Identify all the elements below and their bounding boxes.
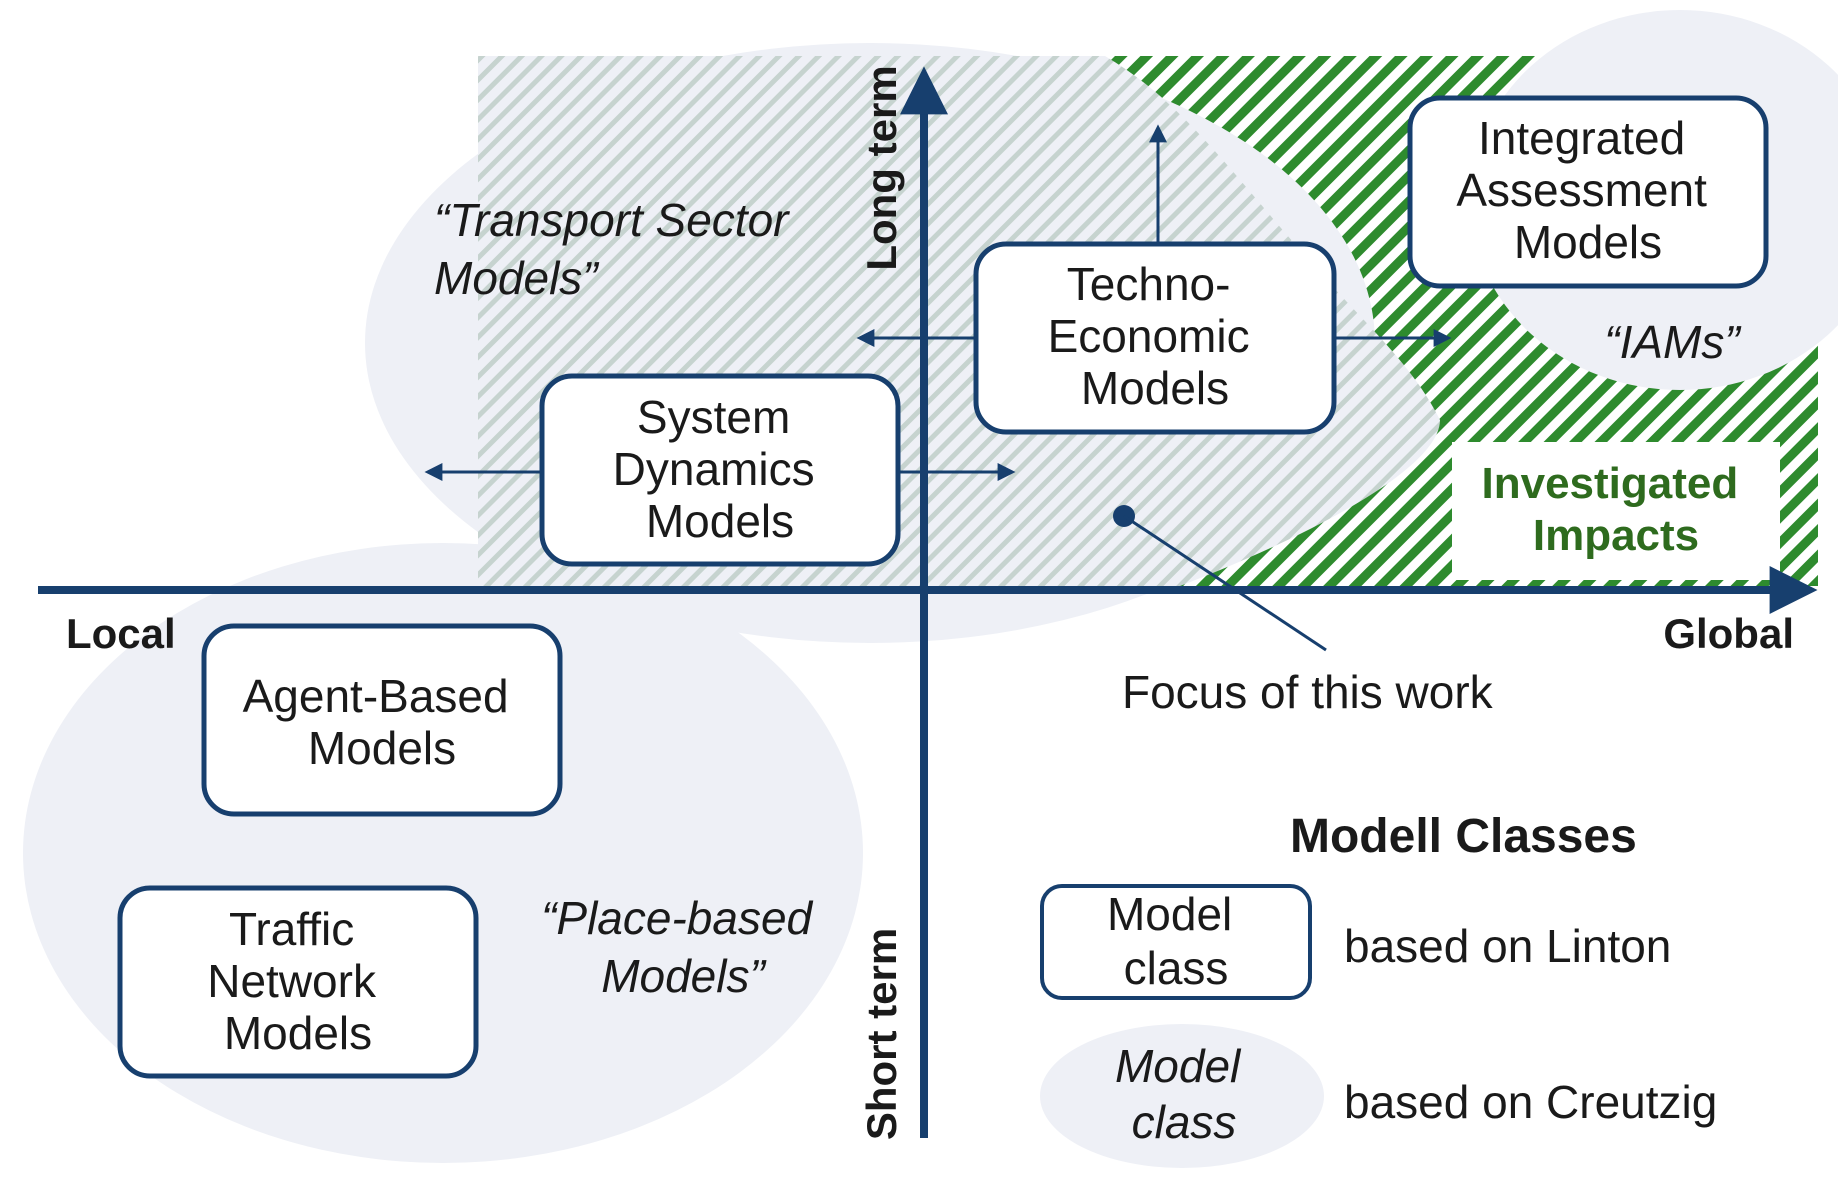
svg-text:Agent-Based Models: Agent-Based Models — [243, 670, 522, 774]
traffic-network-box: Traffic Network Models — [117, 885, 479, 1079]
agent-based-line-2: Models — [308, 722, 456, 774]
techno-economic-line-2: Economic — [1048, 310, 1250, 362]
agent-based-box: Agent-Based Models — [201, 623, 563, 817]
transport-sector-label: “Transport Sector Models” — [434, 194, 801, 304]
iams-label: “IAMs” — [1604, 316, 1742, 368]
techno-economic-line-1: Techno- — [1067, 258, 1231, 310]
agent-based-line-1: Agent-Based — [243, 670, 509, 722]
svg-text:Integrated Assessment: Integrated Assessment Models — [1456, 112, 1719, 268]
integrated-assessment-line-1: Integrated — [1478, 112, 1685, 164]
focus-pointer-line — [1123, 514, 1327, 652]
svg-text:Techno- Economic M: Techno- Economic Models — [1048, 258, 1263, 414]
axis-label-long-term: Long term — [858, 65, 905, 270]
legend-box-text: based on Linton — [1344, 920, 1671, 972]
svg-text:Traffic Network Mo: Traffic Network Models — [207, 903, 389, 1059]
transport-sector-line-1: “Transport Sector — [434, 194, 790, 246]
techno-economic-line-3: Models — [1081, 362, 1229, 414]
axis-label-short-term: Short term — [858, 928, 905, 1140]
svg-text:Model class: Model class — [1107, 888, 1245, 994]
traffic-network-line-1: Traffic — [229, 903, 354, 955]
integrated-assessment-line-2: Assessment — [1456, 164, 1707, 216]
system-dynamics-line-3: Models — [646, 495, 794, 547]
place-based-line-1: “Place-based — [541, 892, 813, 944]
legend-box-sample-line-1: Model — [1107, 888, 1232, 940]
system-dynamics-line-1: System — [637, 391, 790, 443]
svg-text:System Dynamics Mo: System Dynamics Models — [613, 391, 828, 547]
integrated-assessment-line-3: Models — [1514, 216, 1662, 268]
legend-title: Modell Classes — [1290, 810, 1637, 863]
system-dynamics-box: System Dynamics Models — [539, 373, 901, 567]
traffic-network-line-3: Models — [224, 1007, 372, 1059]
integrated-assessment-box: Integrated Assessment Models — [1407, 95, 1769, 289]
traffic-network-line-2: Network — [207, 955, 377, 1007]
legend-ellipse-sample: Model class — [1040, 1024, 1324, 1168]
svg-text:Model class: Model class — [1115, 1040, 1253, 1148]
axis-label-global: Global — [1663, 610, 1794, 657]
axis-label-local: Local — [66, 610, 176, 657]
system-dynamics-line-2: Dynamics — [613, 443, 815, 495]
place-based-line-2: Models” — [601, 950, 767, 1002]
transport-sector-line-2: Models” — [434, 252, 600, 304]
techno-economic-box: Techno- Economic Models — [973, 241, 1337, 435]
investigated-impacts-label: Investigated Impacts — [1482, 459, 1751, 560]
investigated-impacts-label-bg — [1452, 442, 1780, 580]
legend-ellipse-text: based on Creutzig — [1344, 1076, 1717, 1128]
legend-box-sample-line-2: class — [1124, 942, 1229, 994]
investigated-impacts-line-2: Impacts — [1533, 511, 1699, 560]
investigated-impacts-line-1: Investigated — [1482, 459, 1739, 508]
focus-label: Focus of this work — [1122, 666, 1494, 718]
legend-ellipse-sample-line-2: class — [1132, 1096, 1237, 1148]
place-based-label: “Place-based Models” — [541, 892, 825, 1002]
legend-ellipse-sample-line-1: Model — [1115, 1040, 1242, 1092]
legend-box-sample: Model class — [1040, 884, 1312, 1000]
